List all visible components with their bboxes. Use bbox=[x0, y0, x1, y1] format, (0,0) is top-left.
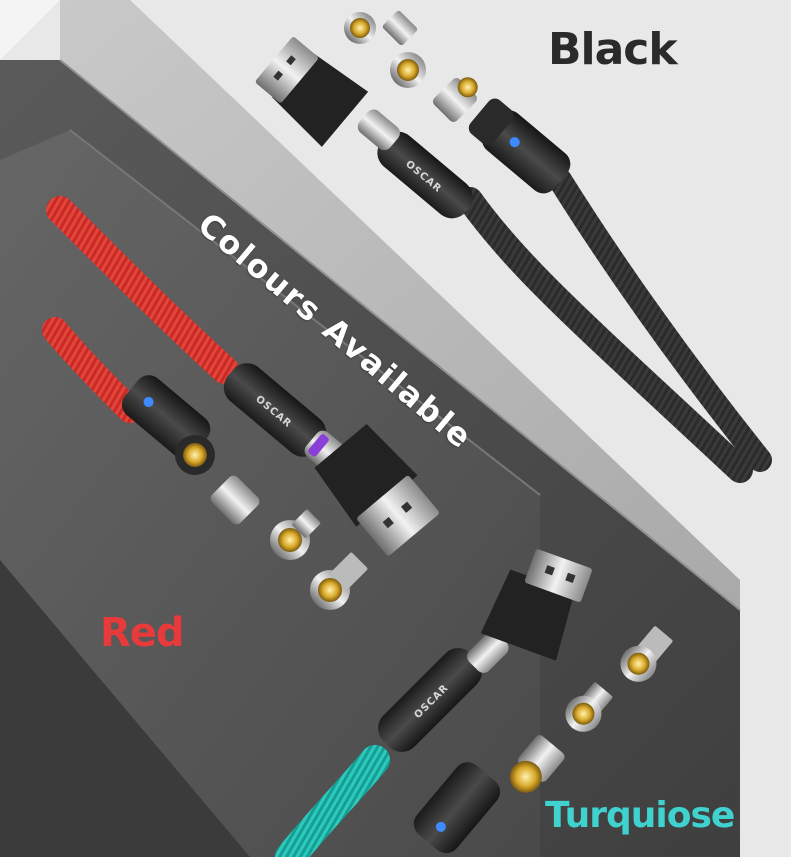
tablet-edge bbox=[69, 129, 541, 496]
turquoise-cable-set: OSCAR bbox=[275, 549, 673, 857]
tablet-shadow bbox=[0, 560, 250, 857]
label-red: Red bbox=[100, 610, 185, 656]
label-black: Black bbox=[548, 24, 678, 75]
dark-tablet bbox=[0, 130, 540, 857]
red-cable-set: OSCAR bbox=[42, 196, 439, 610]
laptop-edge bbox=[59, 59, 741, 611]
black-cable-set: OSCAR bbox=[255, 10, 772, 483]
laptop-lid bbox=[60, 0, 740, 610]
label-turquoise: Turquiose bbox=[545, 795, 735, 836]
